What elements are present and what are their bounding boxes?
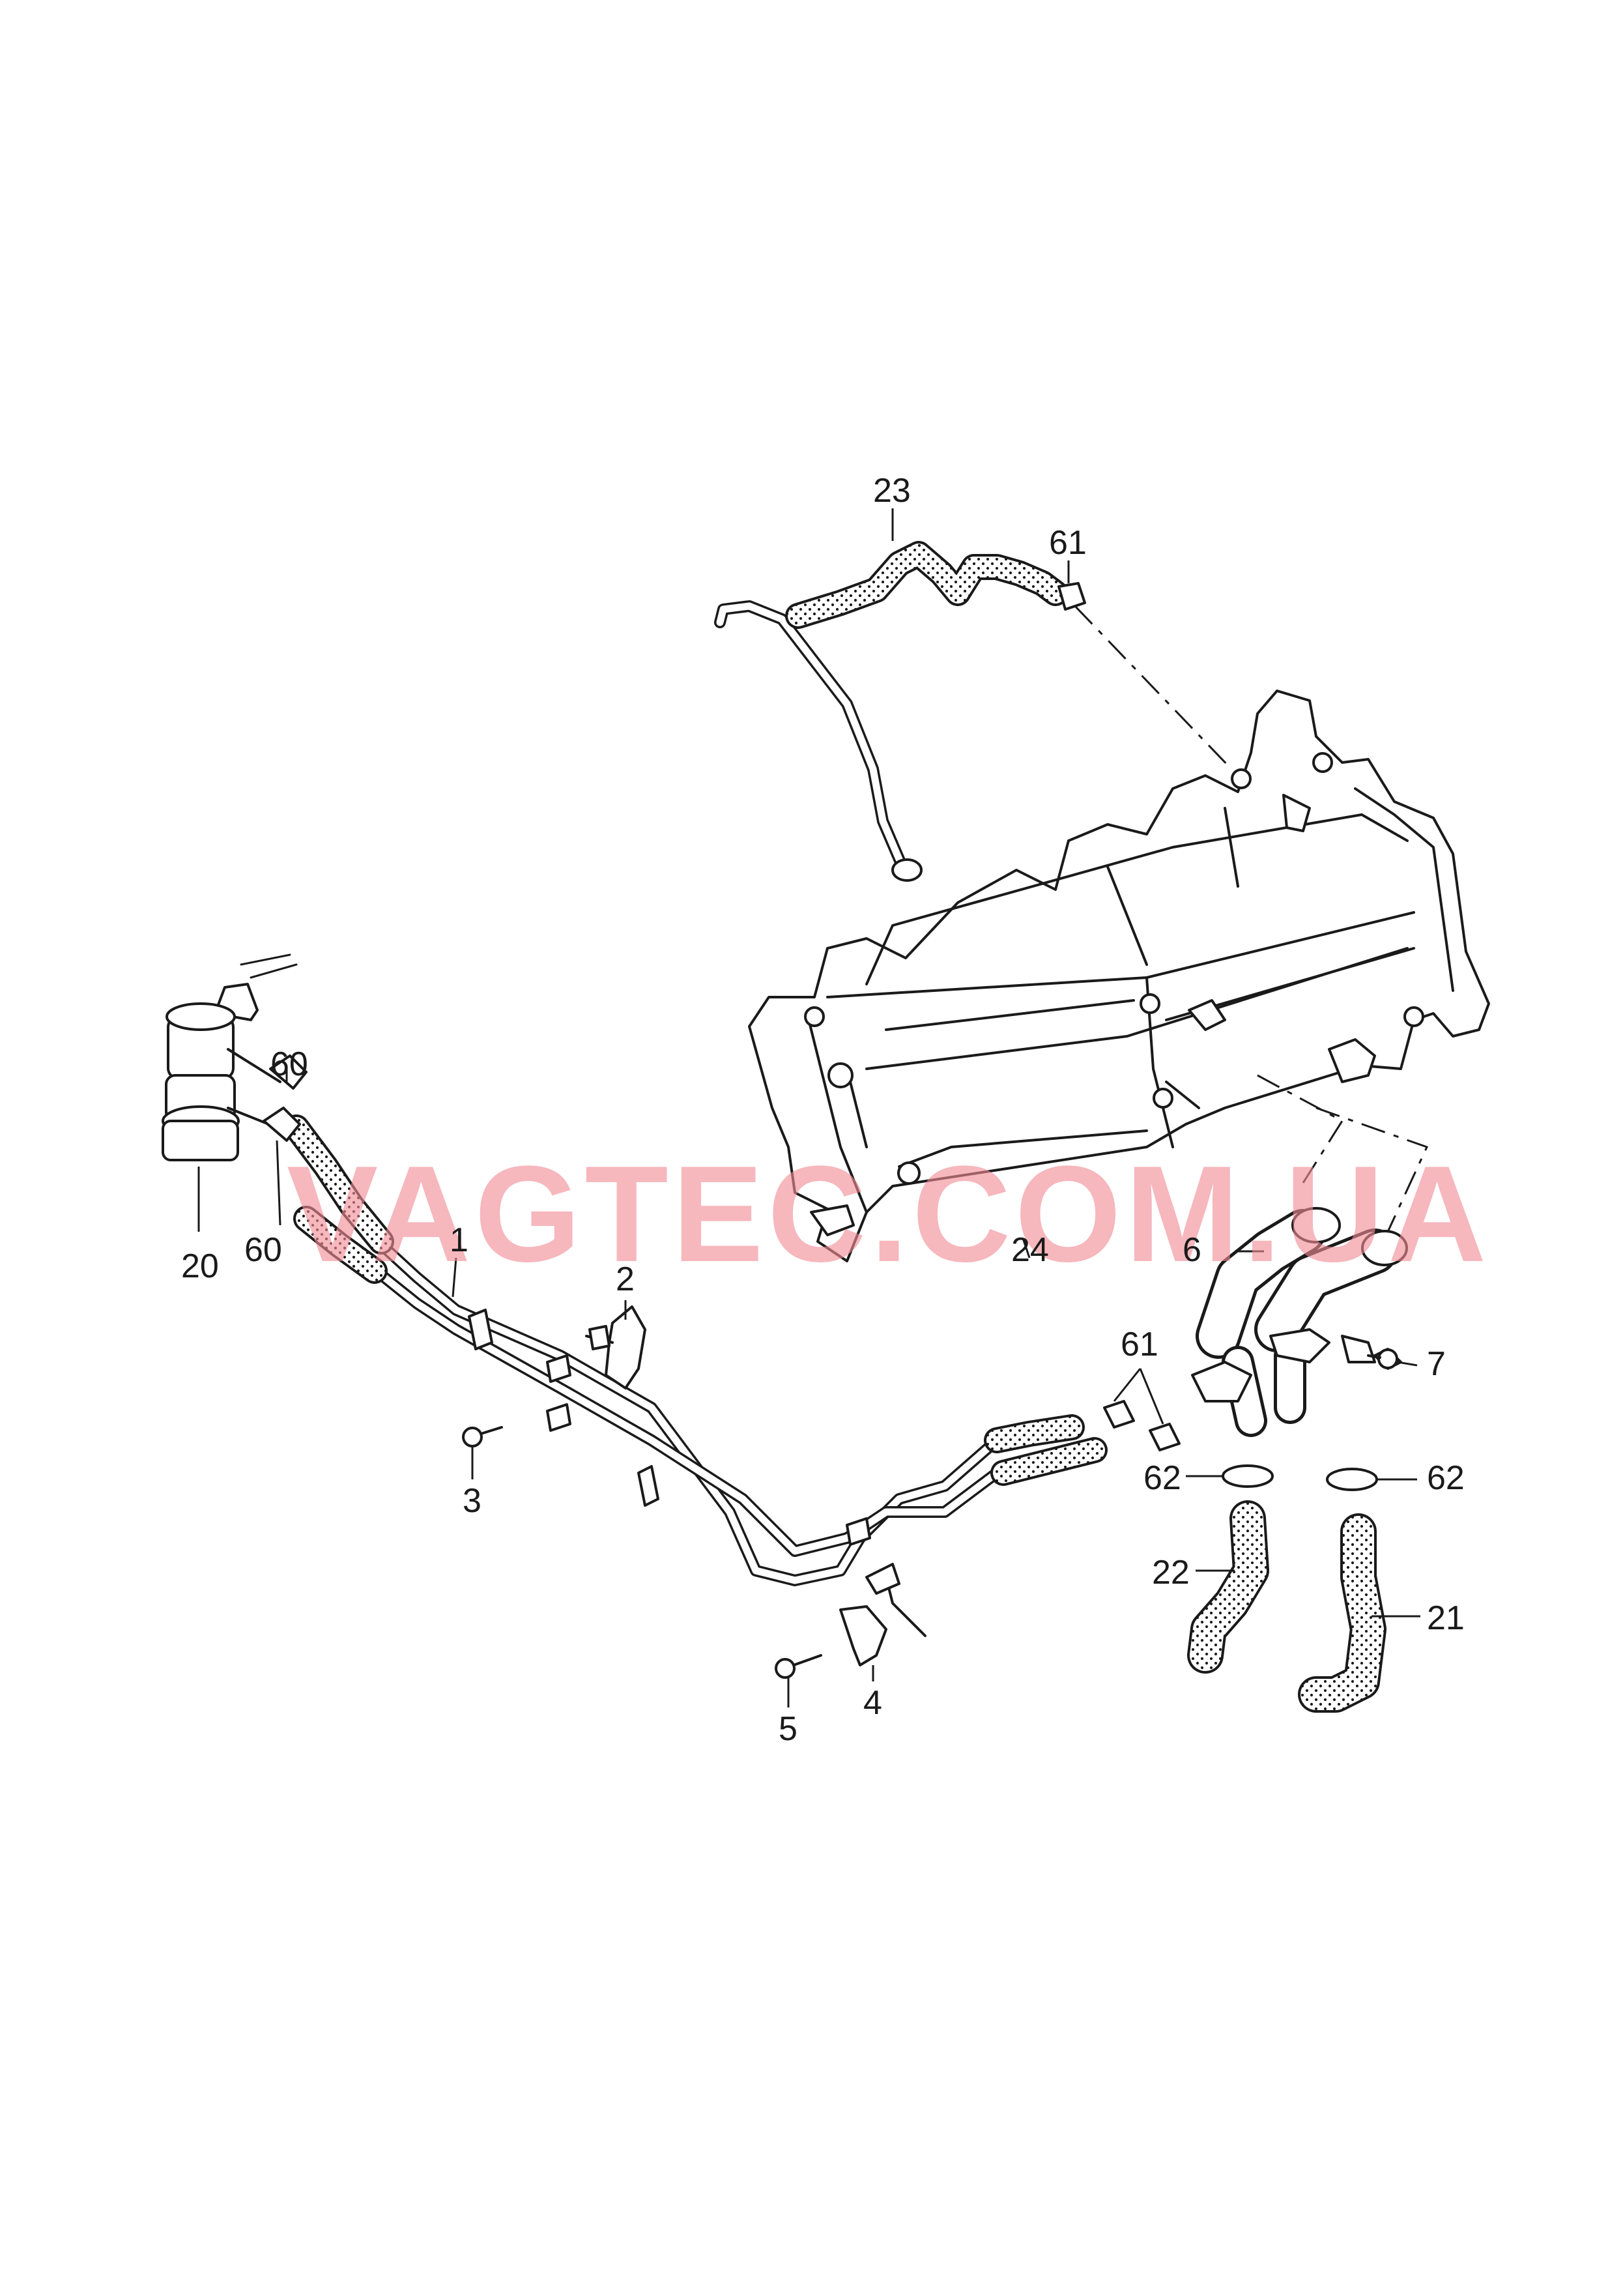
- callout-4: 4: [863, 1684, 882, 1722]
- callout-61-bottom: 61: [1121, 1326, 1158, 1363]
- breather-pipe-23: [714, 541, 1069, 882]
- callout-60-bottom: 60: [244, 1231, 282, 1269]
- watermark-text: VAGTEC.COM.UA: [287, 1137, 1490, 1290]
- callout-5: 5: [779, 1710, 797, 1748]
- callout-20: 20: [181, 1247, 219, 1285]
- callout-23: 23: [873, 472, 911, 510]
- bolt-7: [1367, 1348, 1398, 1369]
- bolt-5: [775, 1654, 822, 1679]
- bracket-2: [585, 1305, 646, 1389]
- callout-7: 7: [1427, 1345, 1446, 1383]
- oil-cooler-assembly: [748, 690, 1490, 1262]
- hose-clamps-62: [1222, 1464, 1378, 1491]
- callout-6: 6: [1183, 1231, 1201, 1269]
- hose-22: [1187, 1500, 1269, 1674]
- callout-3: 3: [463, 1482, 481, 1520]
- callout-60-top: 60: [270, 1045, 308, 1083]
- hose-21: [1298, 1513, 1386, 1713]
- bracket-4: [839, 1563, 926, 1666]
- callout-22: 22: [1152, 1554, 1190, 1591]
- bolt-3: [462, 1426, 503, 1447]
- callout-62-right: 62: [1427, 1459, 1465, 1497]
- callout-62-left: 62: [1143, 1459, 1181, 1497]
- callout-61-top: 61: [1049, 524, 1087, 562]
- callout-21: 21: [1427, 1599, 1465, 1637]
- hose-clamps-61: [1057, 582, 1181, 1451]
- callout-1: 1: [450, 1221, 468, 1259]
- filter-housing-20: [162, 953, 308, 1161]
- callout-labels: 23 61 60 60 20 1 2 3 5 4 24 6 7 61 62 62…: [181, 472, 1465, 1748]
- leader-lines: [197, 508, 1420, 1707]
- callout-24: 24: [1011, 1231, 1049, 1269]
- reference-lines: [1074, 605, 1429, 1232]
- oil-pipe-assembly-1: [283, 1114, 1108, 1586]
- callout-2: 2: [616, 1260, 635, 1298]
